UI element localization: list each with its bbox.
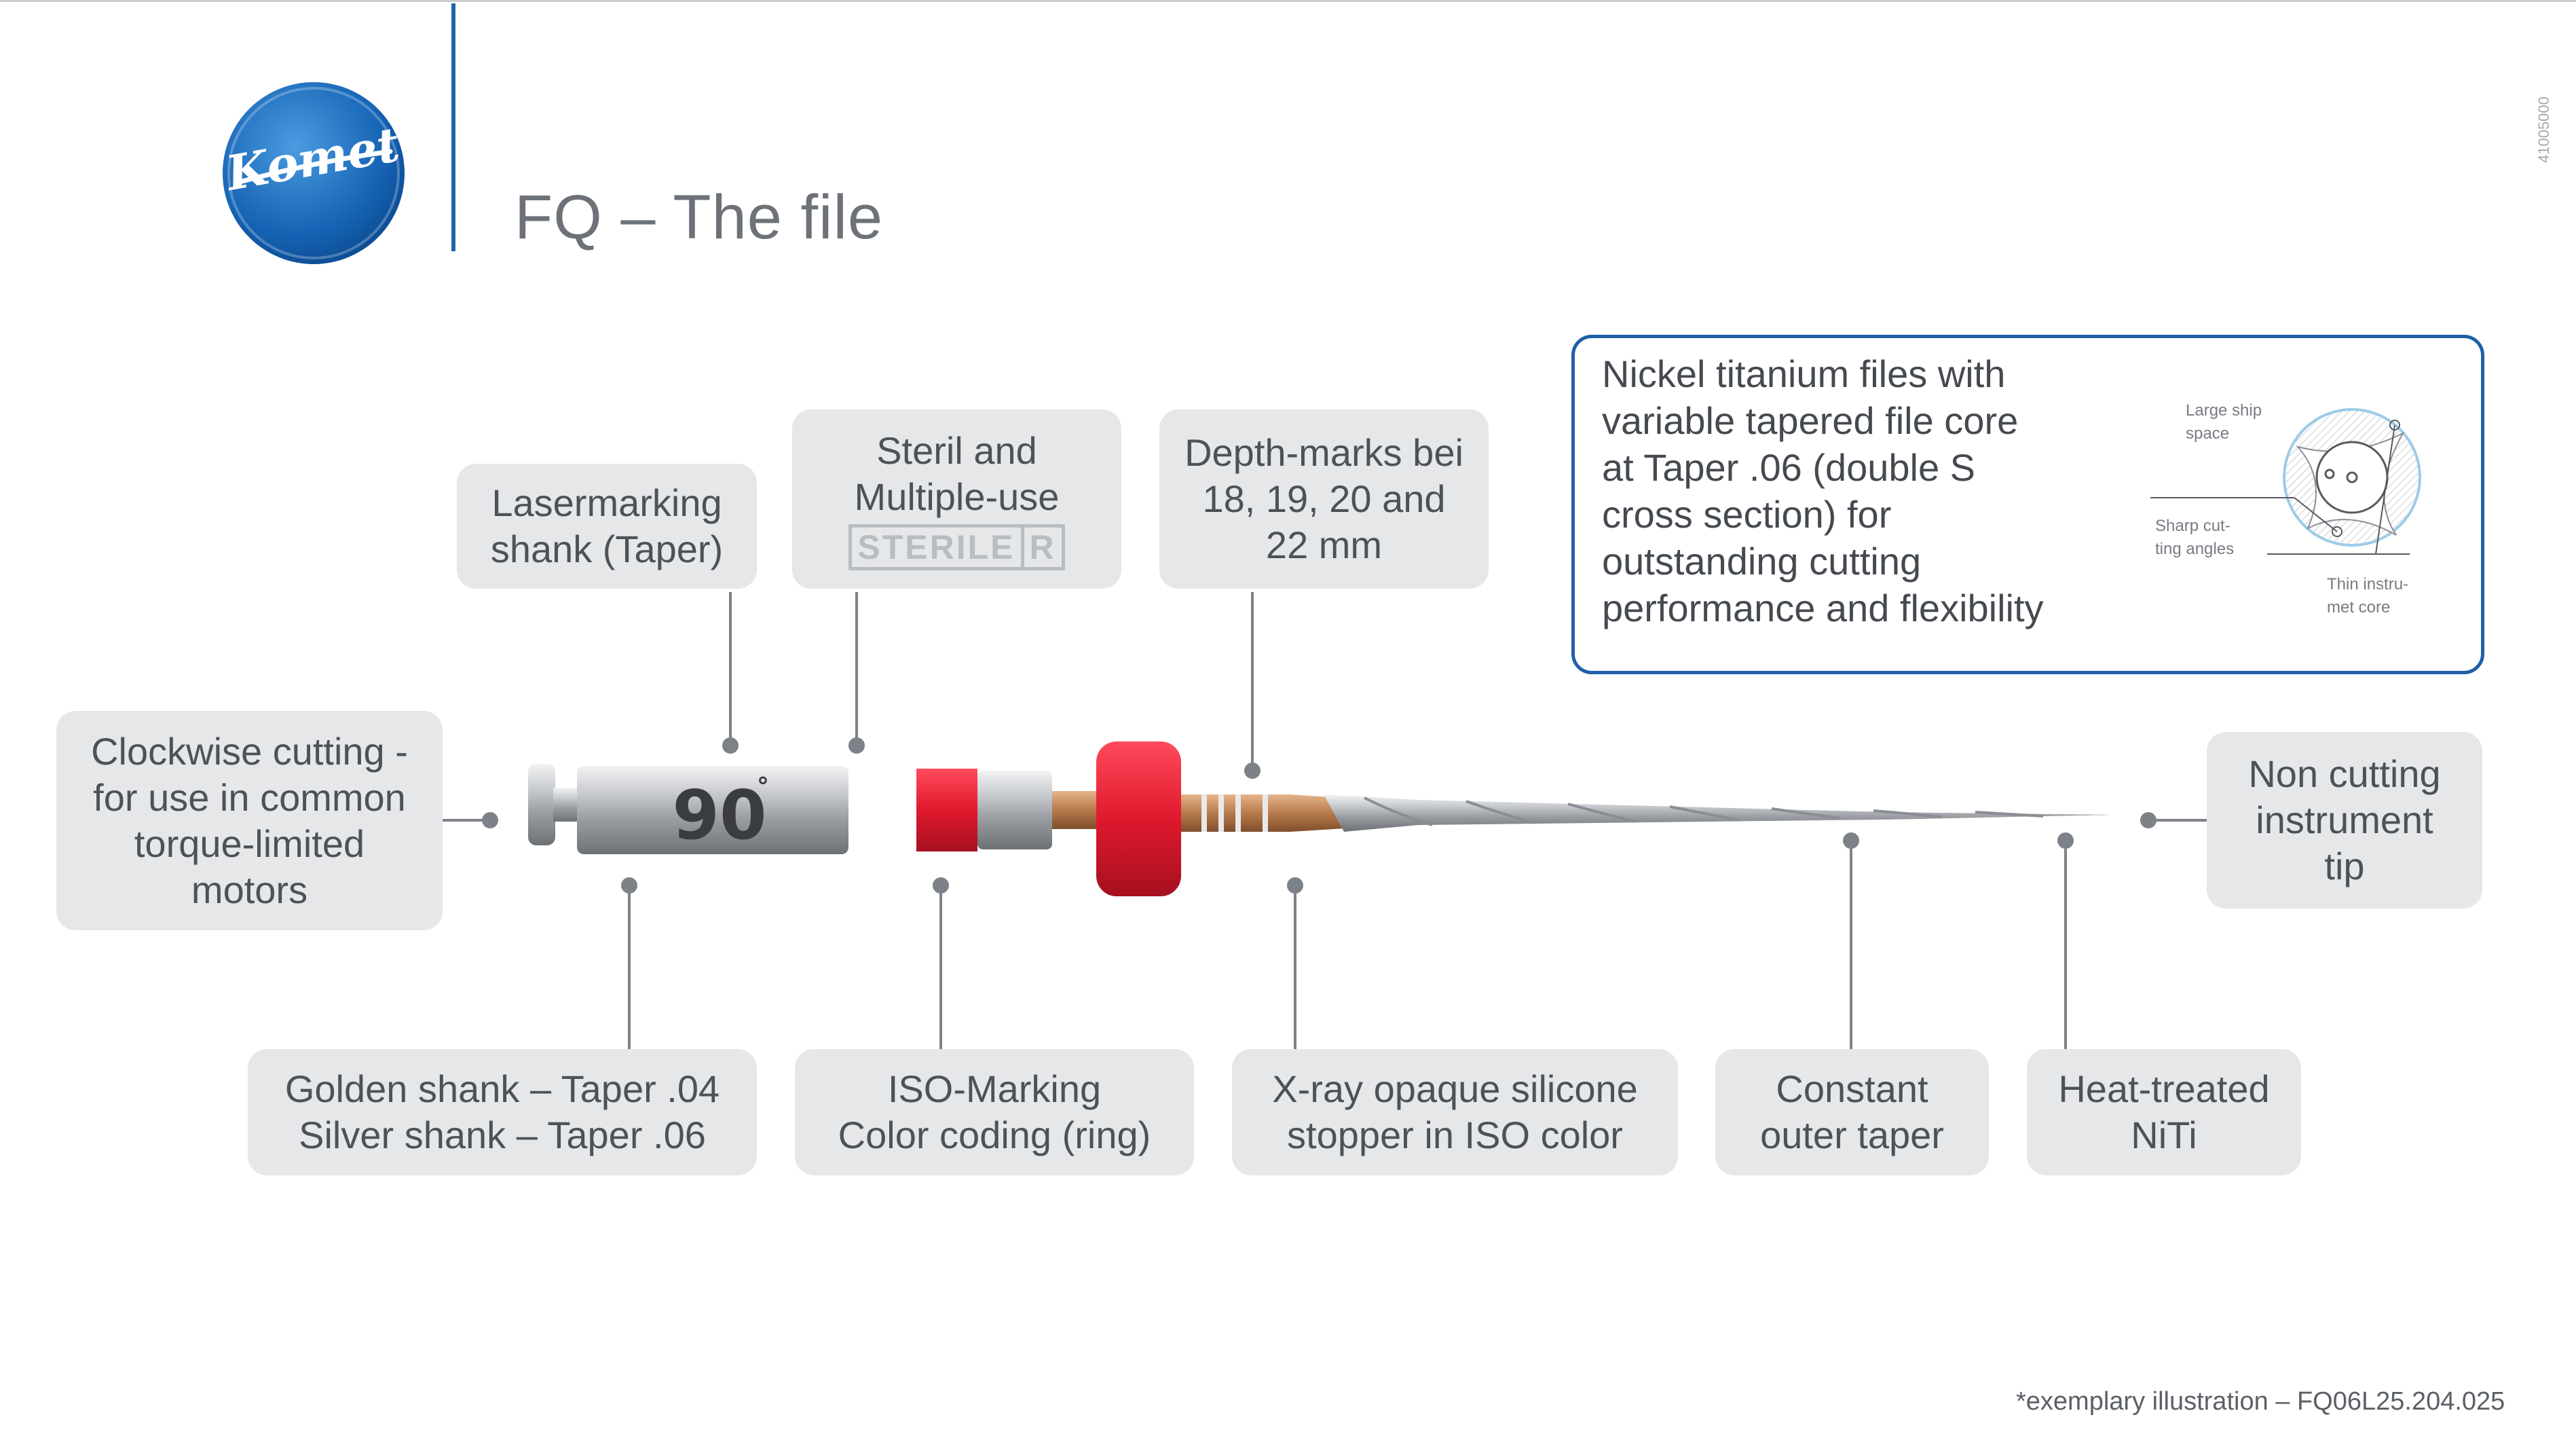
page-title: FQ – The file (515, 183, 884, 252)
info-panel: Nickel titanium files with variable tape… (1571, 335, 2484, 674)
file-marking: 90 (672, 775, 766, 855)
cross-section-drawing (2150, 408, 2421, 555)
info-text: Nickel titanium files with variable tape… (1602, 352, 2044, 629)
cross-section-diagram: Large ship space Sharp cut- ting angles … (2145, 392, 2430, 650)
footnote: *exemplary illustration – FQ06L25.204.02… (2016, 1387, 2505, 1416)
callout-clockwise-cutting: Clockwise cutting - for use in common to… (56, 711, 443, 930)
fq-file-illustration: 90 ° (528, 741, 2111, 896)
label-cutting-angles: Sharp cut- ting angles (2155, 517, 2235, 558)
title-divider (451, 3, 455, 251)
callout-non-cutting-tip: Non cutting instrument tip (2207, 732, 2482, 909)
callout-shank-taper: Golden shank – Taper .04 Silver shank – … (248, 1049, 757, 1175)
sterile-badge: STERILE R (848, 524, 1065, 570)
svg-text:°: ° (757, 773, 769, 801)
callout-constant-taper: Constant outer taper (1715, 1049, 1989, 1175)
top-border (0, 0, 2576, 2)
callout-xray-stopper: X-ray opaque silicone stopper in ISO col… (1232, 1049, 1678, 1175)
callout-sterile: Steril and Multiple-use STERILE R (792, 409, 1121, 589)
label-chip-space: Large ship space (2186, 401, 2262, 443)
callout-depth-marks: Depth-marks bei 18, 19, 20 and 22 mm (1159, 409, 1489, 589)
komet-logo: Komet (221, 82, 405, 264)
callout-heat-treated: Heat-treated NiTi (2027, 1049, 2301, 1175)
callout-lasermarking: Lasermarking shank (Taper) (457, 464, 757, 589)
label-instrument-core: Thin instru- met core (2327, 575, 2409, 617)
callout-iso-marking: ISO-Marking Color coding (ring) (795, 1049, 1194, 1175)
